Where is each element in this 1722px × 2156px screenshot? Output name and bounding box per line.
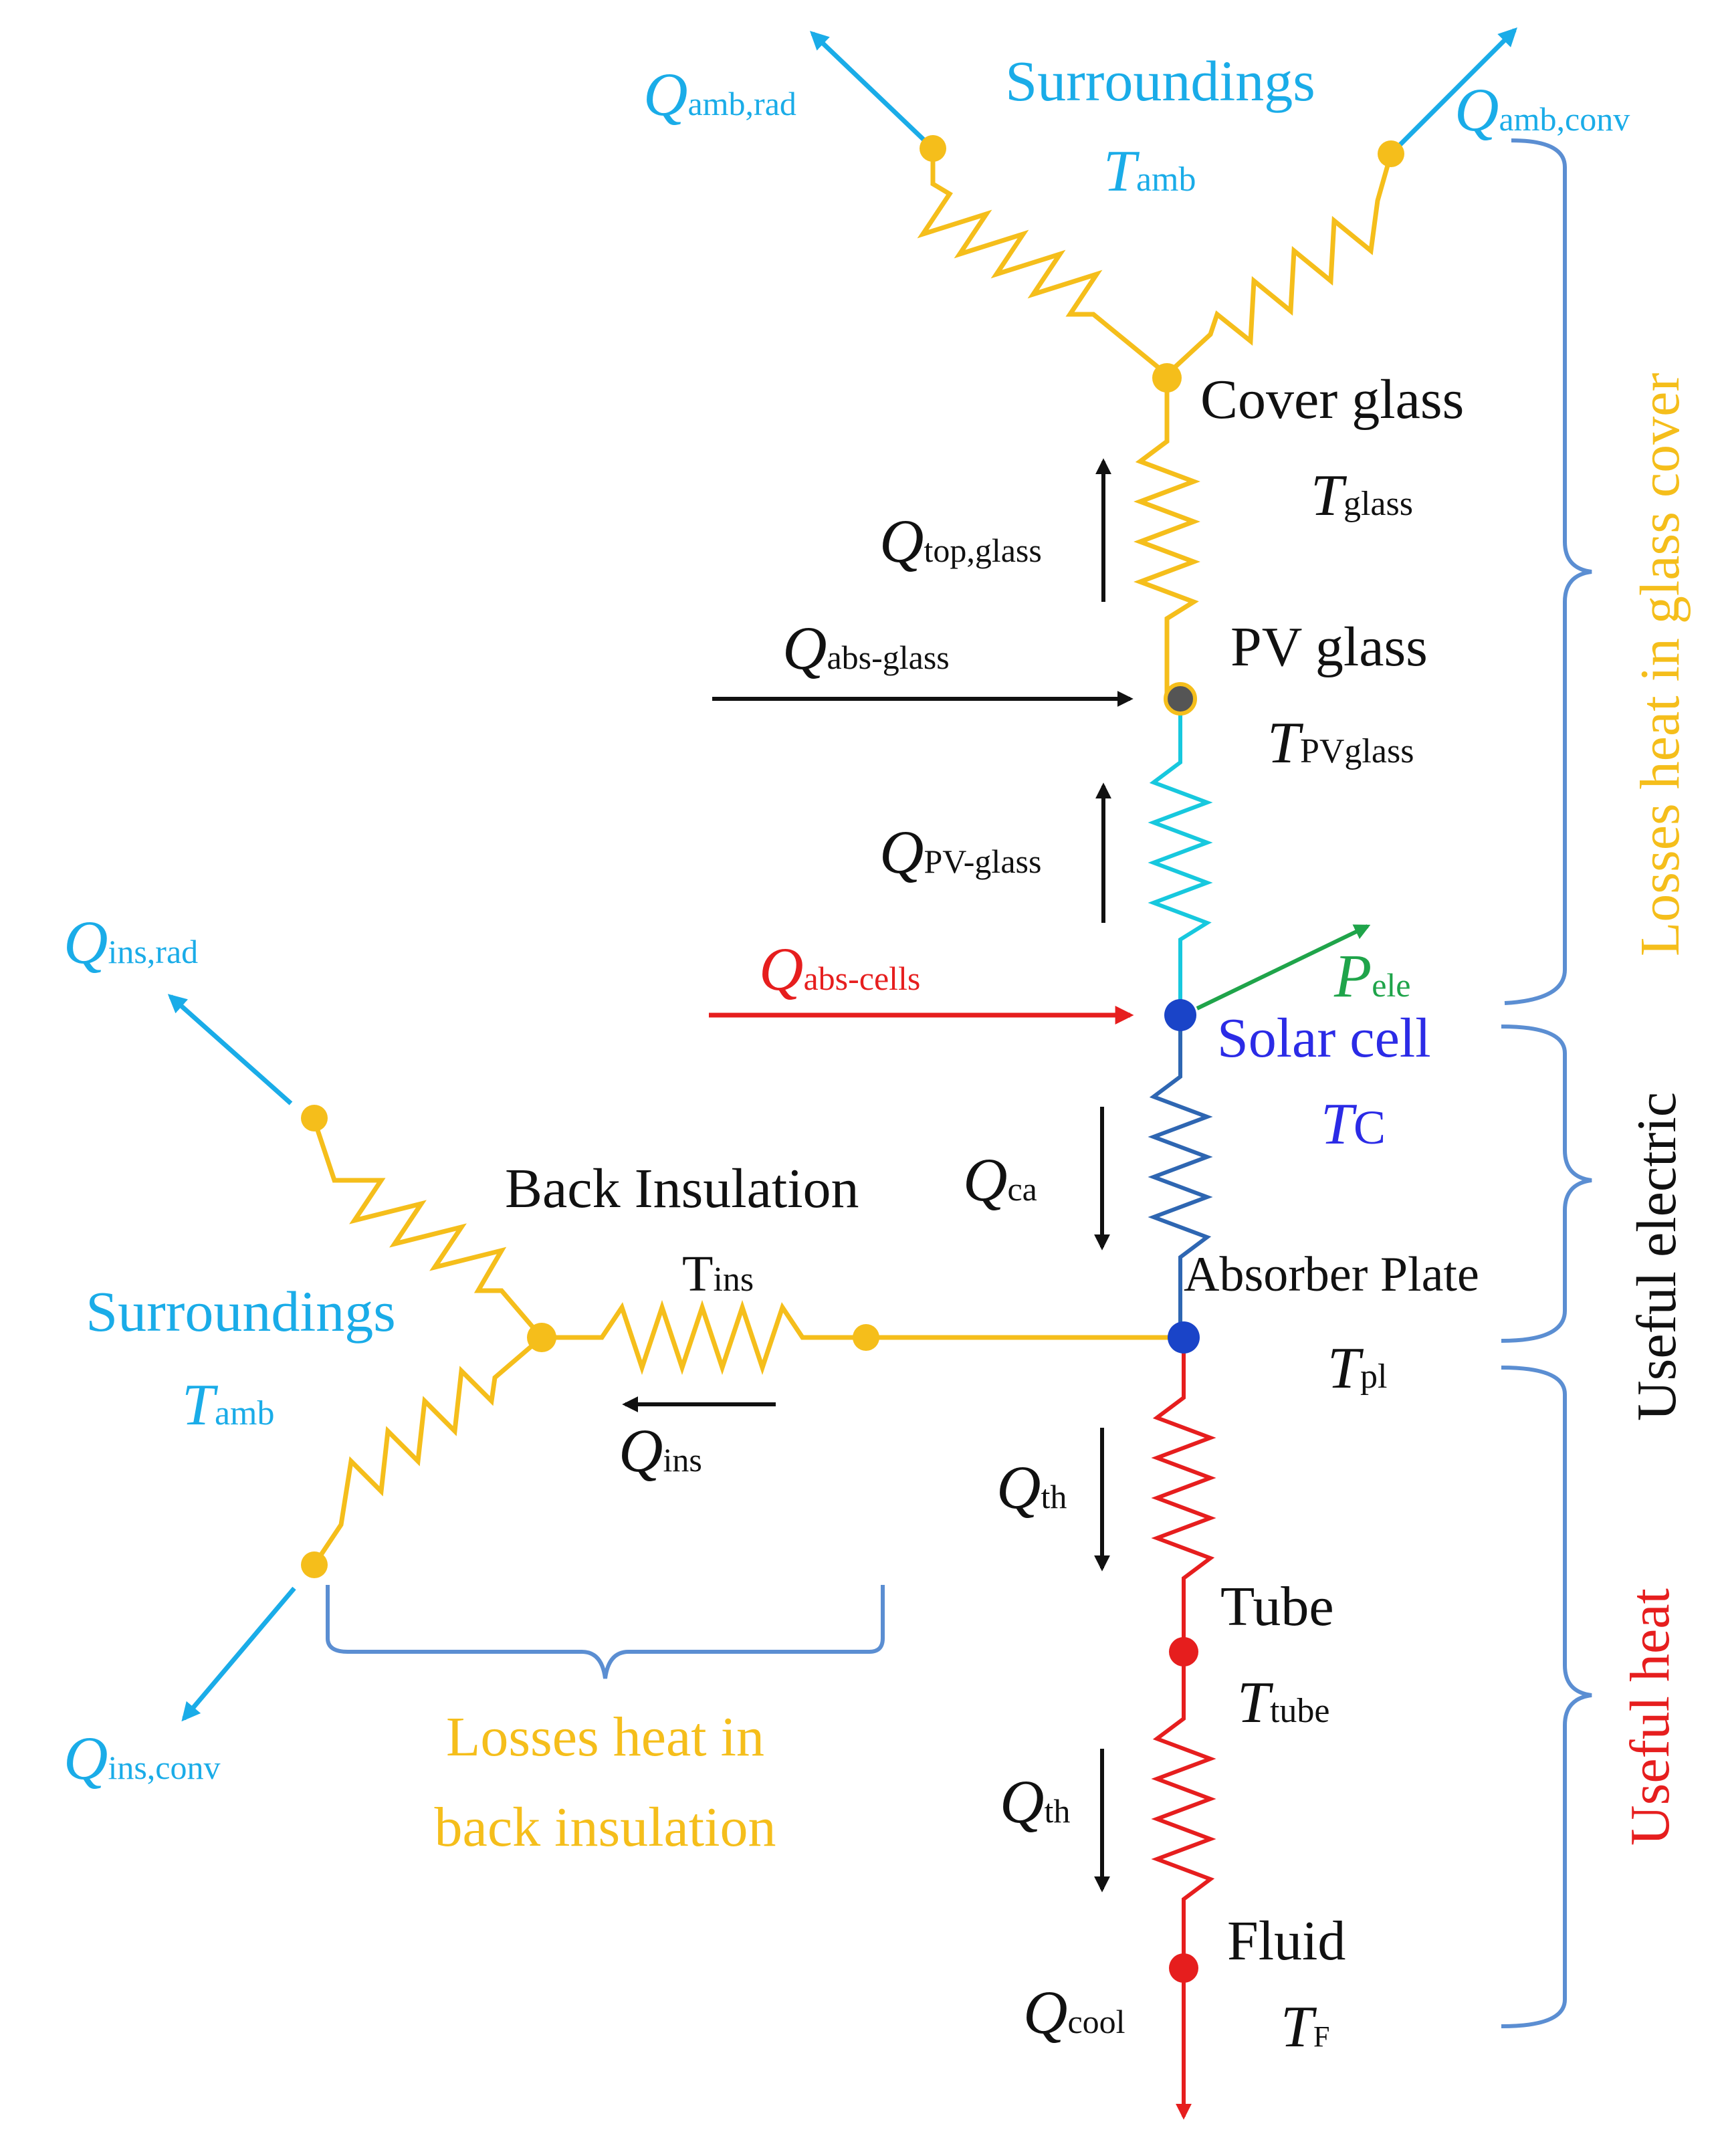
label-absorber-plate: Absorber Plate bbox=[1184, 1247, 1479, 1302]
resistor-amb-rad bbox=[917, 147, 1169, 376]
brace-useful-electric bbox=[1501, 1025, 1592, 1343]
temp-absorber: Tpl bbox=[1327, 1336, 1387, 1401]
temp-surroundings-left: Tamb bbox=[182, 1373, 274, 1438]
flow-th-2: Qth bbox=[1000, 1767, 1070, 1836]
node-fluid bbox=[1169, 1953, 1198, 1983]
resistor-cell-to-absorber bbox=[1148, 1015, 1213, 1334]
node-solar-cell bbox=[1164, 999, 1196, 1031]
label-solar-cell: Solar cell bbox=[1217, 1007, 1431, 1069]
brace-label-back-insulation-1: Losses heat in bbox=[446, 1706, 764, 1768]
resistor-amb-conv bbox=[1165, 153, 1394, 376]
node-amb-conv bbox=[1378, 140, 1404, 167]
temp-tube: Ttube bbox=[1237, 1670, 1329, 1735]
arrow-ins-rad bbox=[167, 994, 293, 1105]
flow-top-glass: Qtop,glass bbox=[879, 507, 1042, 575]
brace-back-insulation bbox=[326, 1585, 885, 1679]
brace-label-useful-heat: Useful heat bbox=[1619, 1588, 1681, 1846]
flow-ins: Qins bbox=[619, 1416, 702, 1485]
node-pv-glass bbox=[1164, 682, 1197, 716]
flow-pv-glass: QPV-glass bbox=[879, 818, 1041, 886]
resistor-ins-rad bbox=[312, 1119, 544, 1339]
flow-ins-rad: Qins,rad bbox=[64, 908, 198, 976]
label-tube: Tube bbox=[1220, 1576, 1334, 1638]
arrow-ins-conv bbox=[181, 1586, 296, 1722]
flow-th-1: Qth bbox=[996, 1453, 1067, 1521]
resistor-ins-conv bbox=[312, 1335, 544, 1566]
node-cover-glass bbox=[1152, 363, 1182, 393]
node-amb-rad bbox=[920, 135, 946, 162]
flow-p-ele: Pele bbox=[1333, 942, 1410, 1010]
brace-label-back-insulation-2: back insulation bbox=[435, 1796, 776, 1858]
node-ins-rad bbox=[301, 1105, 328, 1131]
temp-surroundings-top: Tamb bbox=[1103, 139, 1196, 204]
temp-cover-glass: Tglass bbox=[1311, 463, 1413, 528]
temp-back-insulation: Tins bbox=[682, 1246, 754, 1302]
back-insulation-branch bbox=[312, 1119, 1184, 1566]
resistor-absorber-to-tube bbox=[1151, 1337, 1216, 1652]
node-ins-conv bbox=[301, 1551, 328, 1578]
resistor-cover-to-pvglass bbox=[1134, 381, 1200, 695]
label-pv-glass: PV glass bbox=[1230, 616, 1428, 678]
flow-abs-cells: Qabs-cells bbox=[759, 935, 920, 1003]
node-ins-right bbox=[853, 1324, 879, 1351]
arrow-p-ele bbox=[1196, 924, 1371, 1010]
temp-solar-cell: TC bbox=[1321, 1092, 1386, 1157]
arrow-amb-conv bbox=[1389, 27, 1517, 156]
temp-pv-glass: TPVglass bbox=[1267, 711, 1414, 776]
brace-glass-cover bbox=[1504, 138, 1592, 1005]
flow-amb-conv: Qamb,conv bbox=[1455, 76, 1630, 144]
flow-amb-rad: Qamb,rad bbox=[643, 60, 796, 128]
top-ambient-branch bbox=[917, 147, 1394, 695]
arrow-amb-rad bbox=[809, 31, 935, 150]
flow-ca: Qca bbox=[963, 1146, 1037, 1214]
resistor-tube-to-fluid bbox=[1151, 1652, 1216, 1966]
label-surroundings-left: Surroundings bbox=[86, 1279, 395, 1343]
label-fluid: Fluid bbox=[1227, 1910, 1346, 1972]
temp-fluid: TF bbox=[1281, 1995, 1329, 2060]
label-surroundings-top: Surroundings bbox=[1005, 49, 1315, 113]
brace-useful-heat bbox=[1501, 1366, 1592, 2028]
brace-label-glass-cover: Losses heat in glass cover bbox=[1629, 373, 1691, 956]
brace-label-useful-electric: Useful electric bbox=[1626, 1092, 1688, 1421]
resistor-pvglass-to-cell bbox=[1148, 699, 1213, 1010]
flow-ins-conv: Qins,conv bbox=[64, 1724, 221, 1792]
label-cover-glass: Cover glass bbox=[1200, 368, 1464, 431]
flow-cool: Qcool bbox=[1023, 1978, 1125, 2046]
node-ins-junction bbox=[527, 1323, 556, 1352]
node-tube bbox=[1169, 1637, 1198, 1666]
node-absorber bbox=[1168, 1321, 1200, 1354]
resistor-t-ins bbox=[542, 1299, 866, 1376]
flow-abs-glass: Qabs-glass bbox=[782, 614, 950, 682]
label-back-insulation: Back Insulation bbox=[505, 1158, 859, 1220]
